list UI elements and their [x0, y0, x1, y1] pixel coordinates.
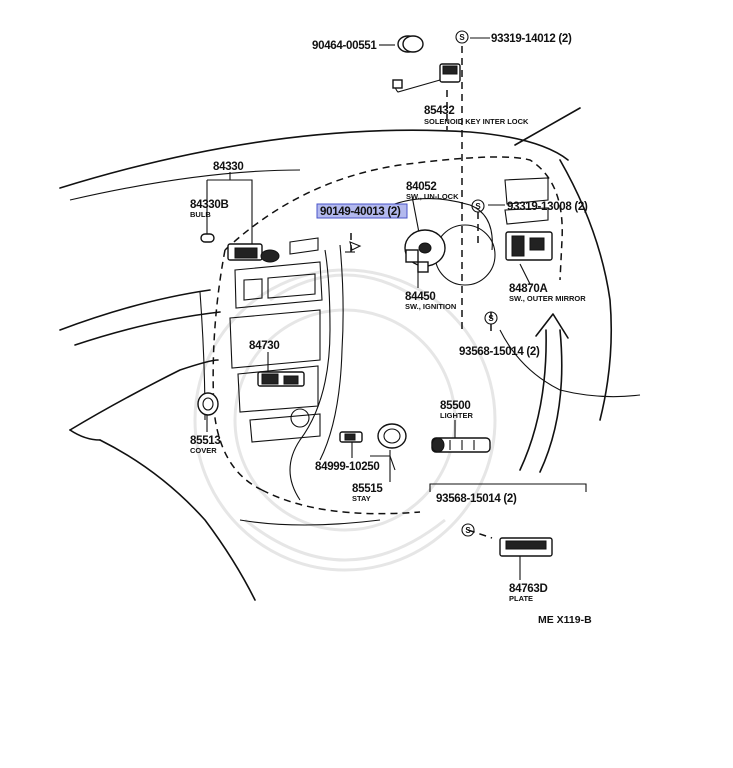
part-labels: 90464-00551 93319-14012 (2) 85432 SOLENO…	[190, 33, 588, 603]
part-number-85500[interactable]: 85500	[440, 400, 471, 412]
svg-text:S: S	[459, 33, 465, 42]
part-desc-84450: SW., IGNITION	[405, 302, 456, 311]
part-number-93568-15014-upper[interactable]: 93568-15014 (2)	[459, 346, 540, 358]
part-number-84450[interactable]: 84450	[405, 291, 436, 303]
watermark-emblem	[193, 268, 497, 572]
part-lighter-drawing	[431, 437, 491, 453]
screw-symbol-mirror: S	[484, 311, 498, 325]
part-mirror-switch-drawing	[505, 231, 553, 261]
part-number-84052[interactable]: 84052	[406, 181, 437, 193]
part-number-84999-10250[interactable]: 84999-10250	[315, 461, 380, 473]
part-number-90149-40013[interactable]: 90149-40013 (2)	[320, 206, 401, 218]
part-desc-84330b: BULB	[190, 210, 211, 219]
part-number-90464[interactable]: 90464-00551	[312, 40, 378, 52]
svg-text:S: S	[465, 526, 471, 535]
svg-text:S: S	[475, 202, 481, 211]
part-number-85513[interactable]: 85513	[190, 435, 221, 447]
leader-lines	[350, 46, 493, 539]
part-number-85432[interactable]: 85432	[424, 105, 455, 117]
part-number-93319-14012[interactable]: 93319-14012 (2)	[491, 33, 572, 45]
part-plate-drawing	[499, 537, 553, 557]
part-number-84870a[interactable]: 84870A	[509, 283, 548, 295]
part-number-84730[interactable]: 84730	[249, 340, 280, 352]
part-number-93568-15014-lower[interactable]: 93568-15014 (2)	[436, 493, 517, 505]
part-number-84330b[interactable]: 84330B	[190, 199, 229, 211]
part-number-84763d[interactable]: 84763D	[509, 583, 548, 595]
console-details	[229, 177, 549, 501]
selected-part-highlight	[316, 203, 408, 219]
part-unlock-switch-drawing	[404, 229, 446, 273]
part-hazard-switch-drawing	[227, 243, 280, 263]
part-socket-drawing	[339, 431, 363, 443]
part-clamp-drawing	[397, 35, 424, 53]
part-desc-85513: COVER	[190, 446, 217, 455]
part-desc-84763d: PLATE	[509, 594, 533, 603]
part-number-93319-13008[interactable]: 93319-13008 (2)	[507, 201, 588, 213]
screw-symbol-plate: S	[461, 523, 475, 537]
svg-text:S: S	[488, 314, 494, 323]
part-solenoid-drawing	[392, 63, 461, 93]
part-number-85515[interactable]: 85515	[352, 483, 384, 495]
part-number-84330[interactable]: 84330	[213, 161, 244, 173]
diagram-reference: ME X119-B	[538, 614, 592, 626]
part-bolt-drawing	[349, 241, 362, 251]
part-desc-84052: SW., UN-LOCK	[406, 192, 459, 201]
screw-symbol-unlock: S	[471, 199, 485, 213]
part-desc-85515: STAY	[352, 494, 371, 503]
part-switch-84730-drawing	[257, 371, 305, 387]
direction-arrow	[519, 313, 569, 473]
part-cover-drawing	[197, 392, 219, 416]
leader-brackets	[206, 37, 587, 580]
part-stay-drawing	[377, 423, 407, 449]
dashboard-outline	[59, 107, 641, 601]
part-desc-85432: SOLENOID KEY INTER LOCK	[424, 117, 529, 126]
screw-symbol-top: S	[455, 30, 469, 44]
part-desc-85500: LIGHTER	[440, 411, 473, 420]
part-desc-84870a: SW., OUTER MIRROR	[509, 294, 586, 303]
part-bulb-drawing	[200, 233, 215, 243]
